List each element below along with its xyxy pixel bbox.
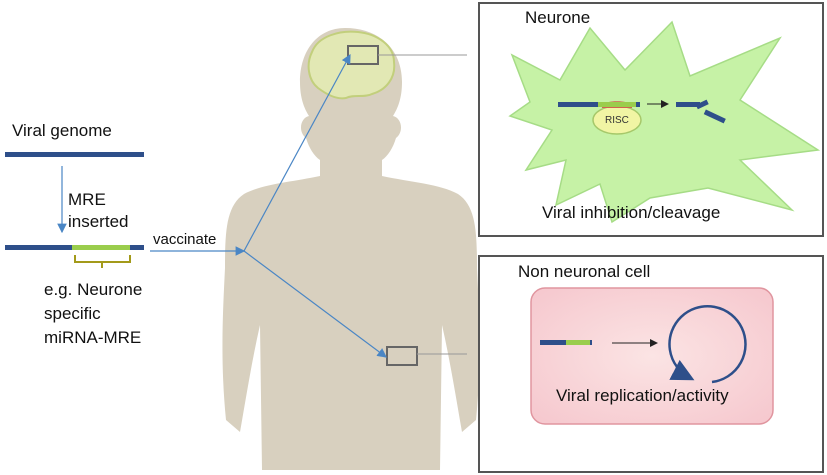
non-neuronal-caption: Viral replication/activity (556, 386, 729, 405)
neurone-mre-segment (598, 102, 636, 107)
risc-label: RISC (605, 115, 629, 126)
neurone-cell (508, 20, 821, 224)
human-body-silhouette (222, 28, 480, 470)
mre-label-line2: inserted (68, 212, 129, 231)
cleaved-fragment-2 (695, 99, 709, 110)
viral-genome-label: Viral genome (12, 121, 112, 140)
note-line2: specific (44, 304, 101, 323)
note-line1: e.g. Neurone (44, 280, 143, 299)
mre-segment (72, 245, 130, 250)
cleaved-fragment-3 (703, 109, 726, 124)
cleaved-fragment-1 (676, 102, 700, 107)
gut-zoom-box (386, 346, 418, 366)
to-gut-arrow (243, 250, 387, 358)
non-neuronal-mre-segment (566, 340, 590, 345)
neurone-caption: Viral inhibition/cleavage (542, 203, 721, 222)
to-brain-arrow (243, 53, 351, 252)
vaccinate-label: vaccinate (153, 231, 217, 248)
note-line3: miRNA-MRE (44, 328, 142, 347)
body-shape (222, 28, 480, 470)
non-neuronal-cell (530, 287, 774, 425)
viral-genome-bar (5, 152, 144, 157)
brain-shape (307, 30, 396, 100)
mre-bracket (74, 255, 131, 268)
neurone-title: Neurone (525, 8, 591, 27)
mre-label-line1: MRE (68, 190, 106, 209)
replication-circle (668, 305, 747, 384)
non-neuronal-title: Non neuronal cell (518, 262, 651, 281)
